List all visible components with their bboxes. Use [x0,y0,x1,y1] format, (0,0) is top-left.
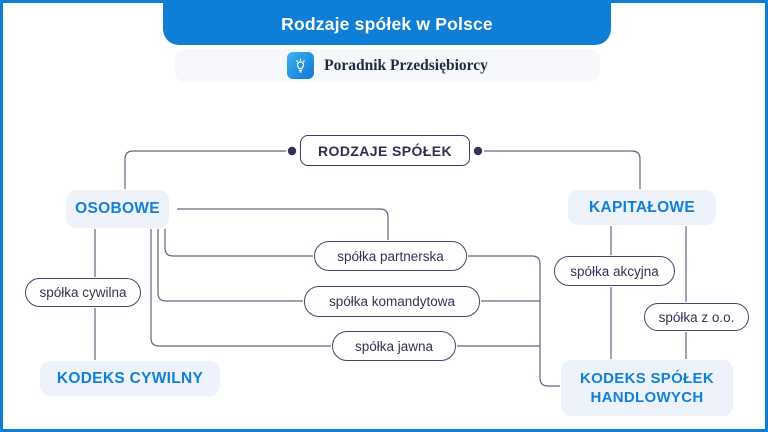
node-spolka-komandytowa: spółka komandytowa [304,286,480,317]
node-spolka-partnerska: spółka partnerska [314,241,467,271]
connector-partnerska-rail [468,255,560,387]
brand-name: Poradnik Przedsiębiorcy [324,56,488,74]
node-kapitalowe: KAPITAŁOWE [568,190,716,225]
connector-osobowe-jawna [150,229,331,347]
page-title: Rodzaje spółek w Polsce [281,13,493,34]
root-left-dot [287,146,297,156]
lightbulb-icon [287,52,315,79]
root-right-dot [473,146,483,156]
node-spolka-z-oo: spółka z o.o. [644,303,749,331]
node-kodeks-cywilny: KODEKS CYWILNY [40,361,220,396]
brand-bar: Poradnik Przedsiębiorcy [175,49,600,82]
node-spolka-cywilna: spółka cywilna [25,278,141,307]
connector-osobowe-komandytowa [157,229,303,302]
connector-osobowe-partnerska-top [177,208,389,240]
connector-wires [94,146,687,387]
node-kodeks-spolek-handlowych: KODEKS SPÓŁEK HANDLOWYCH [561,360,733,416]
node-osobowe: OSOBOWE [66,190,169,228]
node-rodzaje-spolek: RODZAJE SPÓŁEK [300,135,470,166]
title-banner: Rodzaje spółek w Polsce [163,3,611,45]
connector-root-kapitalowe [484,150,641,189]
connector-osobowe-partnerska [164,229,313,257]
node-spolka-akcyjna: spółka akcyjna [554,256,675,286]
node-spolka-jawna: spółka jawna [332,331,456,361]
connector-root-osobowe [124,150,286,189]
